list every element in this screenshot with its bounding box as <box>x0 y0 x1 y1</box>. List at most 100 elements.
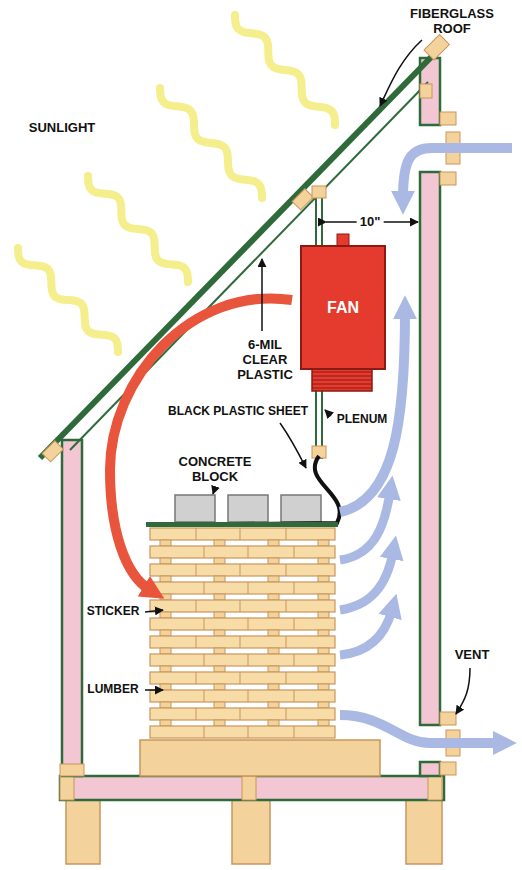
leader-line <box>380 40 422 106</box>
board-seam <box>294 654 295 666</box>
board-seam <box>240 636 241 648</box>
lumber-board <box>150 582 335 594</box>
sticker <box>160 702 171 708</box>
sticker <box>268 666 279 672</box>
roof-label: FIBERGLASS ROOF <box>406 7 498 37</box>
board-seam <box>294 546 295 558</box>
lumber-board <box>150 636 335 648</box>
sticker <box>214 594 225 600</box>
black-plastic-sheet <box>148 456 340 525</box>
lumber-board <box>150 726 335 738</box>
board-seam <box>204 726 205 738</box>
fan-grill <box>312 369 372 391</box>
air-intake-arrow <box>403 148 512 198</box>
sticker <box>214 666 225 672</box>
board-seam <box>196 636 197 648</box>
sunlight-ray <box>160 88 262 198</box>
roof-block <box>42 441 63 462</box>
sticker <box>268 594 279 600</box>
sticker <box>160 684 171 690</box>
left-wall <box>62 440 82 776</box>
lumber-board <box>150 564 335 576</box>
block-label: CONCRETE BLOCK <box>169 455 261 485</box>
sunlight-ray <box>235 15 335 125</box>
lumber-board <box>150 654 335 666</box>
leader-line <box>456 668 470 714</box>
sticker <box>160 540 171 546</box>
board-seam <box>204 618 205 630</box>
sticker <box>160 576 171 582</box>
board-seam <box>248 654 249 666</box>
leader-line <box>280 423 306 468</box>
leader-line <box>145 689 163 691</box>
board-seam <box>248 546 249 558</box>
plenum-block <box>312 186 326 198</box>
fan-box: FAN <box>300 245 386 370</box>
sticker <box>214 720 225 726</box>
floor-joist <box>428 776 442 800</box>
board-seam <box>286 564 287 576</box>
board-seam <box>294 618 295 630</box>
sticker <box>318 576 329 582</box>
board-seam <box>196 708 197 720</box>
sticker <box>318 540 329 546</box>
sticker <box>160 594 171 600</box>
sticker <box>160 558 171 564</box>
board-seam <box>286 672 287 684</box>
board-seam <box>240 528 241 540</box>
leader-line <box>145 610 163 612</box>
floor <box>60 776 444 800</box>
grill-slat <box>312 380 372 381</box>
sticker <box>318 558 329 564</box>
roof-block <box>424 35 449 60</box>
fiberglass-roof <box>40 48 440 458</box>
lumber-board <box>150 600 335 612</box>
grill-slat <box>312 372 372 373</box>
leader-line <box>325 410 331 416</box>
air-flow-arrow <box>340 610 392 655</box>
roof-block <box>292 189 313 210</box>
sticker <box>318 720 329 726</box>
floor-joist <box>242 776 256 800</box>
board-seam <box>196 600 197 612</box>
sticker <box>160 720 171 726</box>
sticker <box>318 594 329 600</box>
lumber-board <box>150 546 335 558</box>
sticker <box>160 666 171 672</box>
vent-block <box>440 172 456 185</box>
sticker <box>214 702 225 708</box>
sticker <box>214 684 225 690</box>
plastic-label: 6-MIL CLEAR PLASTIC <box>229 338 301 383</box>
concrete-block <box>228 495 268 522</box>
lumber-board <box>150 528 335 540</box>
sticker <box>268 684 279 690</box>
floor-joist <box>60 776 74 800</box>
grill-slat <box>312 376 372 377</box>
sticker <box>160 630 171 636</box>
board-seam <box>240 564 241 576</box>
vent-block <box>440 762 456 775</box>
concrete-block <box>175 495 215 522</box>
lumber-label: LUMBER <box>87 683 138 697</box>
board-seam <box>196 528 197 540</box>
right-wall <box>420 762 440 776</box>
leg <box>232 800 270 864</box>
sticker <box>214 540 225 546</box>
air-flow-arrow <box>340 552 393 610</box>
board-seam <box>286 528 287 540</box>
sticker <box>318 702 329 708</box>
sticker <box>268 612 279 618</box>
sunlight-ray <box>88 176 188 282</box>
sticker <box>214 630 225 636</box>
sticker <box>318 648 329 654</box>
sunlight-ray <box>18 248 118 352</box>
fan-grill-slats <box>312 372 372 388</box>
fan-label: FAN <box>327 299 359 317</box>
sticker <box>318 612 329 618</box>
lumber-board <box>150 690 335 702</box>
sheet-label: BLACK PLASTIC SHEET <box>168 405 308 419</box>
lumber-stack <box>150 528 335 738</box>
board-seam <box>240 600 241 612</box>
sticker <box>268 576 279 582</box>
sticker <box>268 702 279 708</box>
